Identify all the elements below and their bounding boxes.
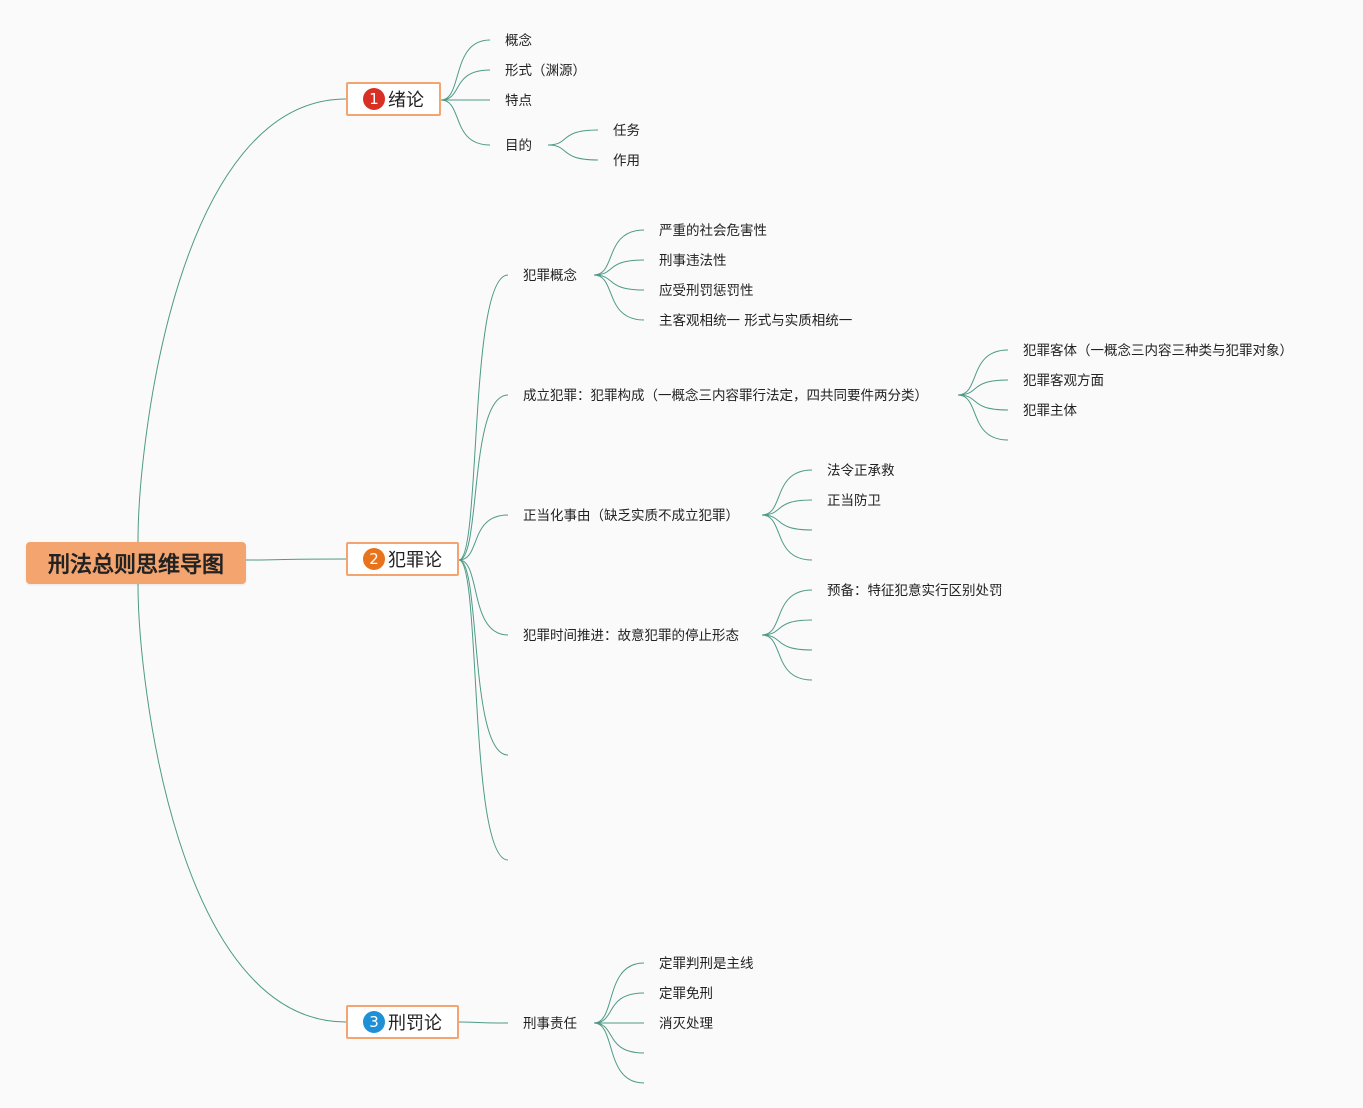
- topic-crime-concept-item[interactable]: 应受刑罚惩罚性: [659, 283, 754, 299]
- root-branch-connector: [137, 583, 347, 1023]
- connector-line: [957, 394, 1009, 441]
- connector-line: [458, 559, 509, 636]
- connector-line: [593, 962, 645, 1024]
- root-branch-connector: [245, 558, 347, 561]
- connector-line: [458, 274, 509, 561]
- connector-line: [440, 99, 491, 146]
- branch-crime[interactable]: 2 犯罪论: [346, 542, 459, 576]
- topic-function[interactable]: 作用: [613, 153, 640, 169]
- topic-liability-item[interactable]: 定罪免刑: [659, 986, 713, 1002]
- number-1-icon: 1: [363, 88, 385, 110]
- topic-task[interactable]: 任务: [613, 123, 640, 139]
- connector-line: [593, 259, 645, 276]
- topic-purpose[interactable]: 目的: [505, 138, 532, 154]
- topic-crime-stages[interactable]: 犯罪时间推进：故意犯罪的停止形态: [523, 628, 739, 644]
- topic-justification[interactable]: 正当化事由（缺乏实质不成立犯罪）: [523, 508, 739, 524]
- topic-crime-constitution[interactable]: 成立犯罪：犯罪构成（一概念三内容罪行法定，四共同要件两分类）: [523, 388, 928, 404]
- topic-stages-item[interactable]: 预备：特征犯意实行区别处罚: [827, 583, 1003, 599]
- connector-line: [593, 229, 645, 276]
- connector-line: [593, 1022, 645, 1084]
- connector-line: [761, 469, 813, 516]
- connector-line: [458, 514, 509, 561]
- connector-line: [440, 69, 491, 101]
- topic-constitution-item[interactable]: 犯罪客观方面: [1023, 373, 1104, 389]
- connector-line: [761, 619, 813, 636]
- connector-line: [761, 514, 813, 531]
- topic-constitution-item[interactable]: 犯罪客体（一概念三内容三种类与犯罪对象）: [1023, 343, 1293, 359]
- topic-criminal-liability[interactable]: 刑事责任: [523, 1016, 577, 1032]
- connector-line: [957, 394, 1009, 411]
- branch-intro[interactable]: 1 绪论: [346, 82, 441, 116]
- connector-line: [593, 992, 645, 1024]
- topic-form[interactable]: 形式（渊源）: [505, 63, 586, 79]
- number-3-icon: 3: [363, 1011, 385, 1033]
- connector-line: [440, 39, 491, 101]
- topic-crime-concept-item[interactable]: 主客观相统一 形式与实质相统一: [659, 313, 853, 329]
- connector-line: [458, 394, 509, 561]
- connector-line: [593, 1022, 645, 1054]
- connector-line: [458, 1021, 509, 1024]
- topic-justification-item[interactable]: 正当防卫: [827, 493, 881, 509]
- connector-line: [761, 589, 813, 636]
- branch-punishment[interactable]: 3 刑罚论: [346, 1005, 459, 1039]
- connector-line: [547, 129, 599, 146]
- branch-crime-label: 犯罪论: [388, 550, 442, 571]
- connector-line: [761, 514, 813, 561]
- connector-line: [761, 634, 813, 651]
- number-2-icon: 2: [363, 548, 385, 570]
- topic-crime-concept-item[interactable]: 严重的社会危害性: [659, 223, 767, 239]
- connector-line: [957, 349, 1009, 396]
- root-branch-connector: [137, 98, 347, 543]
- root-topic[interactable]: 刑法总则思维导图: [26, 542, 246, 584]
- connector-line: [761, 634, 813, 681]
- branch-punishment-label: 刑罚论: [388, 1013, 442, 1034]
- connector-line: [458, 559, 509, 861]
- topic-constitution-item[interactable]: 犯罪主体: [1023, 403, 1077, 419]
- topic-crime-concept-item[interactable]: 刑事违法性: [659, 253, 727, 269]
- topic-crime-concept[interactable]: 犯罪概念: [523, 268, 577, 284]
- topic-features[interactable]: 特点: [505, 93, 532, 109]
- topic-justification-item[interactable]: 法令正承救: [827, 463, 895, 479]
- connector-line: [593, 274, 645, 321]
- connector-line: [761, 499, 813, 516]
- connector-line: [957, 379, 1009, 396]
- topic-concept[interactable]: 概念: [505, 33, 532, 49]
- connector-line: [458, 559, 509, 756]
- connector-line: [593, 274, 645, 291]
- topic-liability-item[interactable]: 定罪判刑是主线: [659, 956, 754, 972]
- topic-liability-item[interactable]: 消灭处理: [659, 1016, 713, 1032]
- connector-line: [547, 144, 599, 161]
- branch-intro-label: 绪论: [388, 90, 424, 111]
